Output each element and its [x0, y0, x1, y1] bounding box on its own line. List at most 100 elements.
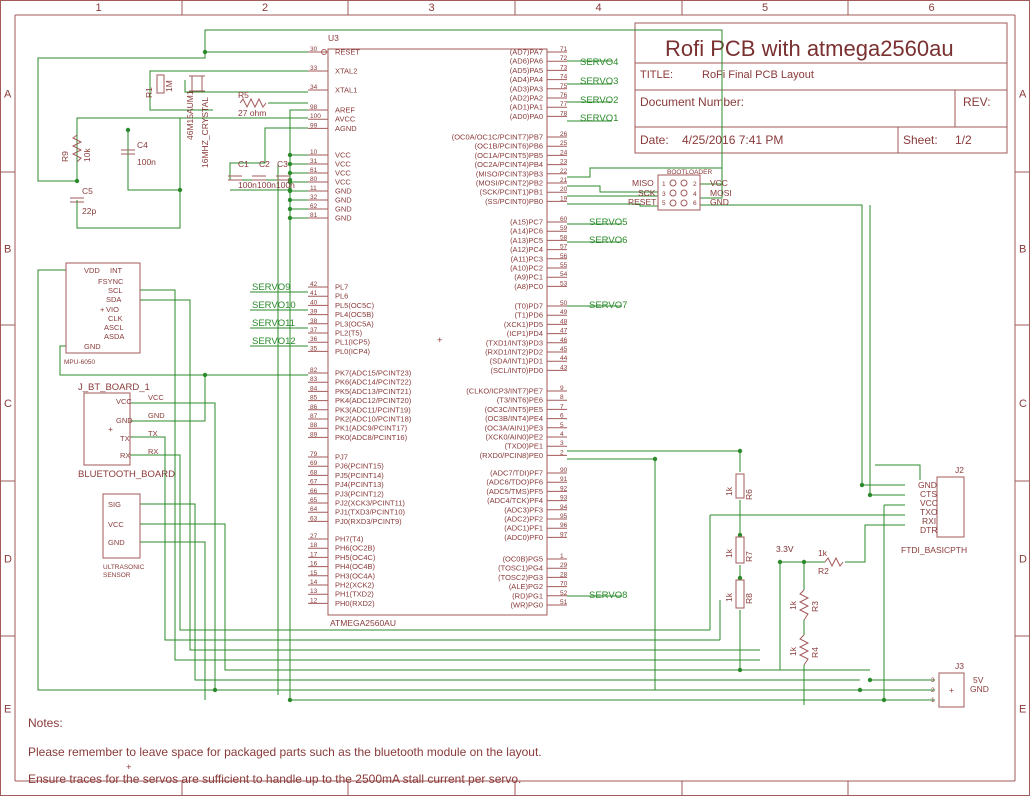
boot-num-3: 3	[662, 191, 666, 198]
mcu-value: ATMEGA2560AU	[330, 618, 396, 628]
mcu-pin-signal: (OC3C/INT5)PE5	[485, 405, 543, 414]
mcu-pin-signal: XTAL1	[335, 86, 357, 95]
mcu-pin-number: 55	[560, 262, 568, 269]
c5-ref: C5	[82, 186, 93, 196]
mcu-pin-number: 28	[560, 571, 568, 578]
mcu-pin-signal: (OC3A/AIN1)PE3	[485, 423, 543, 432]
resistor-dividers: R6 1k R7 1k R8 1k 1k R2 R3 1k R4 1k 3.3V	[724, 473, 844, 666]
ultra-pin-vcc: VCC	[108, 520, 124, 529]
net-junction-dot	[287, 161, 293, 167]
net-junction-dot	[881, 697, 887, 703]
bt-pin-vcc: VCC	[116, 397, 132, 406]
mcu-pin-number: 46	[560, 337, 568, 344]
mpu-pin-gnd: GND	[84, 342, 101, 351]
mcu-pin-signal: (OC3B/INT4)PE4	[485, 414, 543, 423]
mcu-pin-number: 9	[560, 385, 564, 392]
j3-ref: J3	[955, 661, 964, 671]
mcu-pin-number: 29	[560, 562, 568, 569]
frame-column-label: 2	[262, 2, 268, 14]
mcu-pin-signal: (TOSC2)PG3	[498, 573, 543, 582]
notes-heading: Notes:	[28, 716, 63, 730]
mcu-pin-signal: (SDA/INT1)PD1	[490, 357, 543, 366]
r4-value: 1k	[788, 646, 798, 656]
boot-num-6: 6	[693, 200, 697, 207]
servo-net-labels: SERVO4 SERVO3 SERVO2 SERVO1 SERVO5 SERVO…	[252, 57, 627, 601]
mcu-pin-number: 48	[560, 318, 568, 325]
r2-ref: R2	[818, 566, 829, 576]
mcu-pin-signal: PH6(OC2B)	[335, 544, 376, 553]
j2-pin-txo: TXO	[920, 507, 938, 517]
mcu-pin-number: 8	[560, 394, 564, 401]
j2-ref: J2	[955, 465, 964, 475]
net-junction-dot	[737, 448, 743, 454]
mcu-pin-signal: PL1(ICP5)	[335, 338, 371, 347]
mcu-pin-number: 24	[560, 149, 568, 156]
boot-pin-reset: RESET	[628, 197, 656, 207]
mpu-6050-module: VDD INT FSYNC SCL SDA VIO + CLK ASCL ASD…	[64, 262, 141, 366]
c3-value: 100n	[276, 180, 295, 190]
j3-num-2: 2	[931, 687, 935, 694]
boot-pin-gnd: GND	[710, 197, 729, 207]
boot-num-2: 2	[693, 181, 697, 188]
mcu-pin-signal: (A12)PC4	[510, 245, 543, 254]
note-line-2: Ensure traces for the servos are suffici…	[28, 772, 521, 786]
boot-num-4: 4	[693, 191, 697, 198]
mcu-pin-signal: PH0(RXD2)	[335, 599, 375, 608]
mcu-pin-signal: (ADC6/TDO)PF6	[486, 478, 543, 487]
mcu-pin-number: 43	[560, 364, 568, 371]
boot-pin-vcc: VCC	[710, 178, 728, 188]
mcu-pin-number: 58	[560, 234, 568, 241]
mcu-pin-signal: PK1(ADC9/PCINT17)	[335, 424, 408, 433]
mcu-pin-number: 94	[560, 504, 568, 511]
mcu-pin-signal: RESET	[335, 48, 360, 57]
mcu-pin-signal: (A8)PC0	[514, 282, 543, 291]
net-label-servo10: SERVO10	[252, 300, 296, 311]
j2-name: FTDI_BASICPTH	[901, 545, 967, 555]
mcu-ref: U3	[328, 33, 339, 43]
mcu-pin-signal: PJ6(PCINT15)	[335, 462, 384, 471]
net-junction-dot	[737, 575, 743, 581]
note-line-1: Please remember to leave space for packa…	[28, 745, 542, 759]
mcu-pin-number: 15	[310, 570, 318, 577]
mpu-origin-plus: +	[100, 305, 105, 314]
sheet-title: Rofi PCB with atmega2560au	[665, 36, 954, 61]
mcu-pin-number: 78	[560, 110, 568, 117]
mcu-origin-cross: +	[437, 335, 443, 346]
mcu-pin-signal: GND	[335, 187, 352, 196]
net-label-servo4: SERVO4	[580, 57, 618, 68]
mcu-pin-signal: (TOSC1)PG4	[498, 564, 543, 573]
mcu-pin-number: 99	[310, 122, 318, 129]
frame-row-label: D	[4, 554, 12, 566]
mcu-pin-signal: (ADC7/TDI)PF7	[490, 469, 543, 478]
mcu-pin-signal: (MOSI/PCINT2)PB2	[476, 179, 543, 188]
r7-value: 1k	[724, 548, 734, 558]
mcu-pin-number: 44	[560, 355, 568, 362]
mcu-pin-signal: (AD5)PA5	[510, 66, 543, 75]
mcu-pin-number: 90	[560, 467, 568, 474]
j3-num-1: 1	[931, 697, 935, 704]
net-junction-dot	[202, 372, 208, 378]
j2-pin-cts: CTS	[920, 489, 937, 499]
mcu-pin-number: 63	[310, 515, 318, 522]
mcu-pin-number: 41	[310, 290, 318, 297]
mcu-pin-number: 70	[560, 581, 568, 588]
mcu-pin-number: 45	[560, 346, 568, 353]
bt-net-rx: RX	[148, 447, 158, 456]
frame-row-label: D	[1019, 554, 1027, 566]
frame-row-label: E	[4, 704, 11, 716]
mcu-pin-number: 98	[310, 104, 318, 111]
mcu-pin-number: 35	[310, 345, 318, 352]
mcu-pin-number: 10	[310, 149, 318, 156]
mcu-pin-number: 91	[560, 476, 568, 483]
mpu-pin-asda: ASDA	[104, 332, 124, 341]
frame-column-label: 6	[929, 2, 935, 14]
j3-origin-plus: +	[949, 685, 954, 695]
frame-row-label: A	[4, 89, 12, 101]
mcu-pin-number: 73	[560, 64, 568, 71]
mcu-pin-signal: PK7(ADC15/PCINT23)	[335, 369, 412, 378]
net-junction-dot	[859, 482, 865, 488]
mcu-pin-signal: (ADC3)PF3	[504, 505, 543, 514]
r5-value: 27 ohm	[238, 108, 266, 118]
